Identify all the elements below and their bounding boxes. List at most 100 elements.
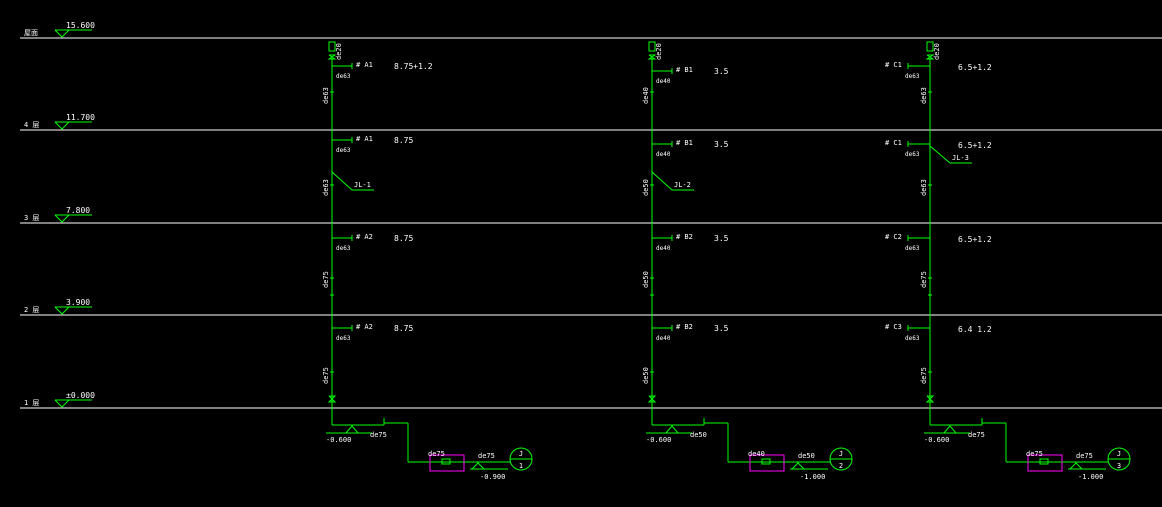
base-elevation: -0.600 <box>646 436 671 444</box>
reference-letter: J <box>839 450 843 458</box>
outlet-pipe-size: de75 <box>1076 452 1093 460</box>
base-elevation: -0.600 <box>326 436 351 444</box>
branch-room: # A1 <box>356 61 373 69</box>
branch-room: # C1 <box>885 61 902 69</box>
branch-load: 3.5 <box>714 67 729 76</box>
riser-pipe-size: de50 <box>642 271 650 288</box>
branch-load: 3.5 <box>714 324 729 333</box>
valve-icon <box>647 54 657 60</box>
elevation-marker-icon <box>1069 462 1084 470</box>
branch-room: # C2 <box>885 233 902 241</box>
branch-pipe-size: de63 <box>336 73 351 80</box>
branch-room: # C3 <box>885 323 902 331</box>
elevation-marker-icon <box>54 29 71 38</box>
branch-load: 6.5+1.2 <box>958 235 992 244</box>
outlet-elevation: -1.000 <box>1078 473 1103 481</box>
floor-elevation: ±0.000 <box>66 391 95 400</box>
outlet-elevation: -0.900 <box>480 473 505 481</box>
base-elevation: -0.600 <box>924 436 949 444</box>
branch-pipe-size: de63 <box>905 151 920 158</box>
branch-load: 8.75 <box>394 234 413 243</box>
outlet-elevation: -1.000 <box>800 473 825 481</box>
top-pipe-size: de20 <box>335 43 343 60</box>
riser-pipe-size: de50 <box>642 367 650 384</box>
riser-pipe-size: de75 <box>920 271 928 288</box>
water-meter-icon <box>429 454 465 472</box>
branch-load: 8.75 <box>394 324 413 333</box>
water-meter-icon <box>749 454 785 472</box>
elevation-marker-icon <box>54 306 71 315</box>
floor-level: 4 层11.700 <box>20 113 1162 131</box>
branch-room: # C1 <box>885 139 902 147</box>
riser-id-leader <box>331 171 353 191</box>
branch-outlet: # A1 de63 8.75+1.2 <box>332 61 433 80</box>
floor-level: 2 层 3.900 <box>20 298 1162 316</box>
branch-pipe-size: de40 <box>656 78 671 85</box>
tap-icon <box>648 41 656 52</box>
floor-name: 4 层 <box>24 121 39 129</box>
reference-number: 2 <box>839 462 843 470</box>
branch-outlet: # B2 de40 3.5 <box>652 233 729 252</box>
meter-pipe-size: de75 <box>428 450 445 458</box>
branch-pipe-size: de40 <box>656 245 671 252</box>
top-pipe-size: de20 <box>655 43 663 60</box>
riser-id: JL-1 <box>354 181 371 189</box>
water-meter-icon <box>1027 454 1063 472</box>
reference-number: 3 <box>1117 462 1121 470</box>
branch-load: 3.5 <box>714 234 729 243</box>
floor-name: 屋面 <box>24 29 38 37</box>
base-valve-icon <box>925 395 935 403</box>
tap-icon <box>926 41 934 52</box>
floor-name: 2 层 <box>24 306 39 314</box>
floor-elevation: 3.900 <box>66 298 90 307</box>
tap-icon <box>328 41 336 52</box>
base-valve-icon <box>327 395 337 403</box>
riser-pipe-size: de63 <box>322 87 330 104</box>
base-valve-icon <box>647 395 657 403</box>
elevation-marker-icon <box>943 425 958 434</box>
branch-pipe-size: de40 <box>656 335 671 342</box>
branch-pipe-size: de63 <box>336 147 351 154</box>
floor-elevation: 15.600 <box>66 21 95 30</box>
branch-load: 3.5 <box>714 140 729 149</box>
floor-level: 屋面 15.600 <box>20 21 1162 39</box>
riser-id-leader <box>651 171 673 191</box>
elevation-marker-icon <box>665 425 680 434</box>
reference-letter: J <box>519 450 523 458</box>
riser-pipe-size: de75 <box>322 271 330 288</box>
riser-pipe-size: de63 <box>322 179 330 196</box>
meter-pipe-size: de40 <box>748 450 765 458</box>
branch-room: # A2 <box>356 233 373 241</box>
elevation-marker-icon <box>54 399 71 408</box>
branch-pipe-size: de63 <box>905 245 920 252</box>
riser-pipe-size: de40 <box>642 87 650 104</box>
elevation-marker-icon <box>54 214 71 223</box>
branch-load: 6.4 1.2 <box>958 325 992 334</box>
riser-id-leader <box>929 145 951 164</box>
branch-room: # B2 <box>676 233 693 241</box>
outlet-pipe-size: de75 <box>478 452 495 460</box>
branch-pipe-size: de63 <box>336 245 351 252</box>
branch-load: 6.5+1.2 <box>958 63 992 72</box>
base-pipe-size: de75 <box>370 431 387 439</box>
riser-id: JL-2 <box>674 181 691 189</box>
branch-load: 8.75+1.2 <box>394 62 433 71</box>
elevation-marker-icon <box>345 425 360 434</box>
branch-room: # A2 <box>356 323 373 331</box>
riser-pipe-size: de75 <box>322 367 330 384</box>
elevation-marker-icon <box>791 462 806 470</box>
valve-icon <box>327 54 337 60</box>
elevation-marker-icon <box>54 121 71 130</box>
